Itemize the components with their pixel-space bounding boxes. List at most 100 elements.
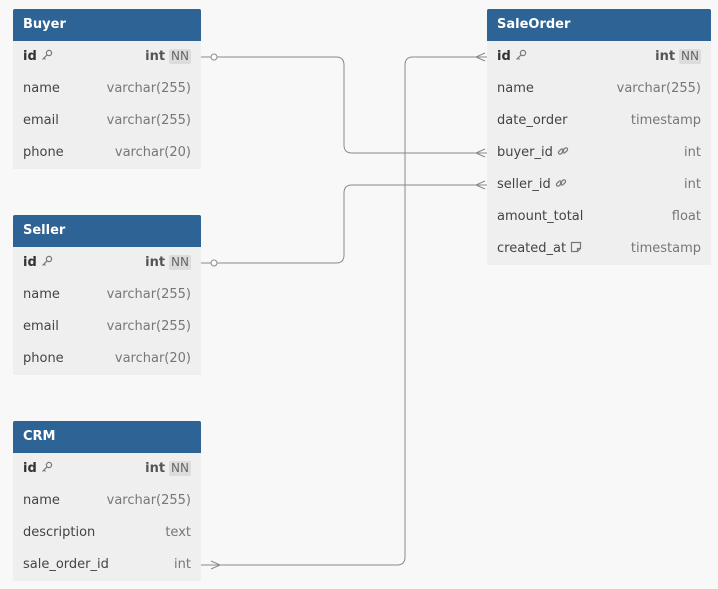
field-type-text: varchar(255): [106, 113, 191, 128]
field-row-amount-total[interactable]: amount_total float: [487, 201, 711, 233]
field-type: varchar(255): [107, 311, 191, 343]
field-name: id: [497, 41, 527, 73]
field-row-email[interactable]: email varchar(255): [13, 105, 201, 137]
field-type-text: float: [671, 209, 701, 224]
field-name: id: [23, 453, 53, 485]
relation-one-end: [210, 53, 218, 61]
field-type: varchar(255): [107, 485, 191, 517]
field-name: name: [23, 485, 60, 517]
not-null-badge: NN: [169, 461, 191, 476]
key-icon: [41, 49, 52, 60]
field-row-name[interactable]: name varchar(255): [13, 485, 201, 517]
field-name-text: date_order: [497, 113, 568, 128]
field-type-text: int: [684, 145, 701, 160]
field-name-text: id: [23, 49, 37, 64]
field-name-text: name: [497, 81, 534, 96]
field-name-text: amount_total: [497, 209, 584, 224]
field-name: phone: [23, 137, 64, 169]
field-name: buyer_id: [497, 137, 569, 169]
field-name: name: [23, 279, 60, 311]
field-type: int: [684, 169, 701, 201]
field-row-sale-order-id[interactable]: sale_order_id int: [13, 549, 201, 581]
field-type-text: int: [655, 49, 676, 64]
table-header[interactable]: CRM: [13, 421, 201, 453]
field-type-text: int: [145, 461, 166, 476]
field-name-text: sale_order_id: [23, 557, 109, 572]
relation-many-end: [210, 560, 221, 570]
field-row-phone[interactable]: phone varchar(20): [13, 137, 201, 169]
field-name: id: [23, 41, 53, 73]
relation-one-end: [210, 259, 218, 267]
field-row-phone[interactable]: phone varchar(20): [13, 343, 201, 375]
field-type-text: varchar(20): [114, 145, 191, 160]
key-icon: [41, 461, 52, 472]
field-row-email[interactable]: email varchar(255): [13, 311, 201, 343]
field-name: phone: [23, 343, 64, 375]
table-header[interactable]: Buyer: [13, 9, 201, 41]
field-name-text: id: [23, 255, 37, 270]
field-name-text: seller_id: [497, 177, 551, 192]
table-header[interactable]: Seller: [13, 215, 201, 247]
field-name-text: name: [23, 287, 60, 302]
field-type-text: text: [165, 525, 191, 540]
note-icon: [570, 241, 582, 253]
field-type-text: varchar(255): [106, 493, 191, 508]
field-name-text: phone: [23, 351, 64, 366]
field-type-text: varchar(255): [106, 287, 191, 302]
field-name-text: name: [23, 493, 60, 508]
field-row-name[interactable]: name varchar(255): [13, 279, 201, 311]
field-row-seller-id[interactable]: seller_id int: [487, 169, 711, 201]
field-row-name[interactable]: name varchar(255): [487, 73, 711, 105]
field-type: varchar(20): [115, 343, 191, 375]
field-name-text: phone: [23, 145, 64, 160]
field-type-text: varchar(20): [114, 351, 191, 366]
field-name: amount_total: [497, 201, 583, 233]
field-row-created-at[interactable]: created_at timestamp: [487, 233, 711, 265]
field-type: int: [684, 137, 701, 169]
field-type: int: [174, 549, 191, 581]
field-name: name: [23, 73, 60, 105]
field-name: email: [23, 105, 59, 137]
field-type: timestamp: [631, 233, 701, 265]
field-name-text: description: [23, 525, 96, 540]
field-row-description[interactable]: description text: [13, 517, 201, 549]
relation-buyer-saleorder: [201, 56, 487, 154]
field-name-text: created_at: [497, 241, 567, 256]
field-type: float: [672, 201, 701, 233]
field-name: date_order: [497, 105, 567, 137]
link-icon: [555, 179, 566, 187]
field-type: varchar(255): [617, 73, 701, 105]
relation-many-end: [475, 180, 486, 190]
field-name-text: id: [497, 49, 511, 64]
relation-many-end: [475, 52, 486, 62]
field-type: varchar(255): [107, 105, 191, 137]
field-row-name[interactable]: name varchar(255): [13, 73, 201, 105]
field-type-text: varchar(255): [106, 81, 191, 96]
field-type: varchar(255): [107, 279, 191, 311]
field-name: email: [23, 311, 59, 343]
field-row-buyer-id[interactable]: buyer_id int: [487, 137, 711, 169]
field-type-text: varchar(255): [616, 81, 701, 96]
field-name-text: name: [23, 81, 60, 96]
not-null-badge: NN: [169, 255, 191, 270]
field-type-text: int: [684, 177, 701, 192]
field-name: name: [497, 73, 534, 105]
field-type-text: timestamp: [630, 241, 701, 256]
table-header[interactable]: SaleOrder: [487, 9, 711, 41]
field-name: seller_id: [497, 169, 567, 201]
